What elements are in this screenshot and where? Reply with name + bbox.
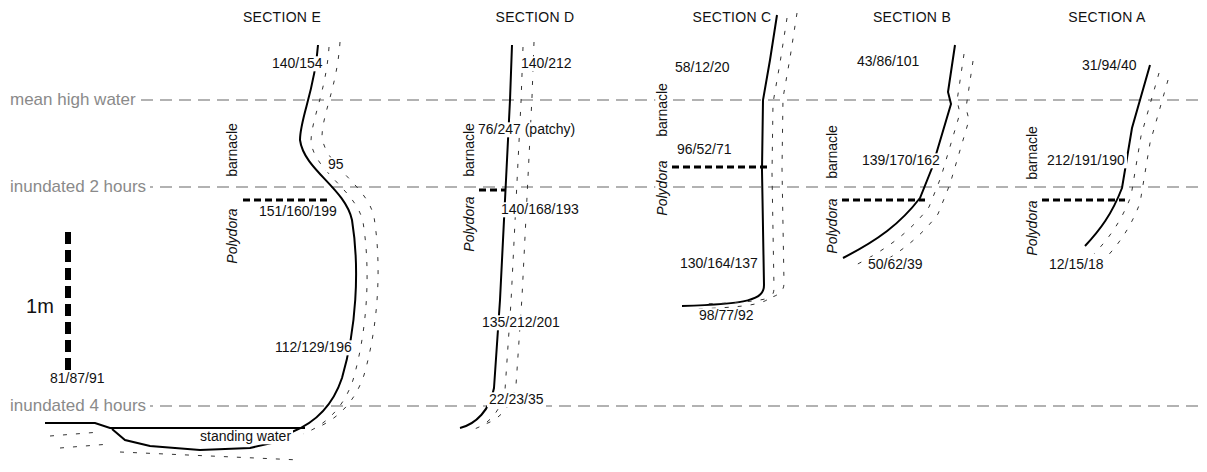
measurement-label: 95 xyxy=(326,157,346,172)
zone-label: Polydora xyxy=(462,194,477,253)
measurement-label: 50/62/39 xyxy=(866,257,925,272)
measurement-label: 140/212 xyxy=(519,56,574,71)
measurement-label: standing water xyxy=(198,429,293,444)
measurement-label: 81/87/91 xyxy=(48,371,107,386)
measurement-label: 140/168/193 xyxy=(499,202,581,217)
water-level-label: inundated 4 hours xyxy=(6,397,150,416)
zone-label: barnacle xyxy=(225,121,240,179)
measurement-label: 76/247 (patchy) xyxy=(476,122,577,137)
rock-profile xyxy=(45,15,1150,450)
zone-label: Polydora xyxy=(825,196,840,255)
section-title: SECTION A xyxy=(1068,10,1145,25)
measurement-label: 112/129/196 xyxy=(273,340,354,355)
measurement-label: 151/160/199 xyxy=(257,204,339,219)
zone-divider xyxy=(243,167,1125,200)
measurement-label: 96/52/71 xyxy=(675,142,734,157)
zone-label: Polydora xyxy=(655,158,670,217)
measurement-label: 139/170/162 xyxy=(860,153,942,168)
measurement-label: 135/212/201 xyxy=(480,315,562,330)
measurement-label: 98/77/92 xyxy=(697,308,756,323)
section-title: SECTION B xyxy=(873,10,951,25)
section-title: SECTION E xyxy=(243,10,321,25)
zone-label: Polydora xyxy=(225,206,240,265)
measurement-label: 140/154 xyxy=(270,56,325,71)
zone-label: barnacle xyxy=(825,123,840,181)
measurement-label: 12/15/18 xyxy=(1047,257,1106,272)
measurement-label: 58/12/20 xyxy=(673,60,732,75)
scale-bar xyxy=(65,232,71,382)
water-level-label: inundated 2 hours xyxy=(6,178,150,197)
measurement-label: 31/94/40 xyxy=(1080,58,1139,73)
section-title: SECTION D xyxy=(496,10,575,25)
zone-label: barnacle xyxy=(1025,124,1040,182)
scale-label: 1m xyxy=(26,295,54,317)
water-levels xyxy=(8,100,1205,406)
zone-label: Polydora xyxy=(1025,198,1040,257)
measurement-label: 130/164/137 xyxy=(678,256,760,271)
zone-label: barnacle xyxy=(655,81,670,139)
water-level-label: mean high water xyxy=(6,91,140,110)
measurement-label: 43/86/101 xyxy=(855,54,921,69)
section-title: SECTION C xyxy=(693,10,772,25)
measurement-label: 22/23/35 xyxy=(487,392,546,407)
measurement-label: 212/191/190 xyxy=(1045,153,1127,168)
rock-hatch xyxy=(50,13,1168,460)
